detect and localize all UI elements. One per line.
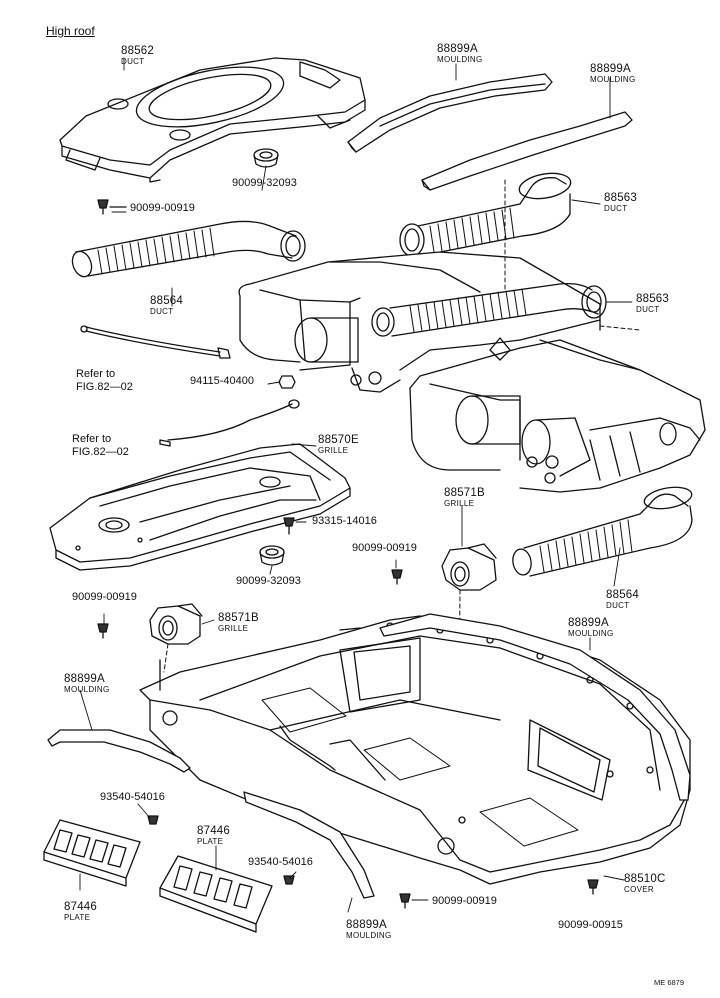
- grommet-top-shape: [253, 148, 279, 168]
- clip-d-shape: [399, 893, 411, 909]
- part-number: 88564: [606, 589, 639, 601]
- reference-note-2: Refer to FIG.82—02: [72, 433, 129, 459]
- fastener-90099-00919-c-label: 90099-00919: [72, 591, 137, 603]
- part-name: DUCT: [604, 204, 628, 213]
- reference-line1: Refer to: [76, 368, 116, 380]
- part-number: 87446: [197, 825, 230, 837]
- moulding-88899a-right-shape: [379, 613, 691, 801]
- screw-93315-shape: [283, 517, 295, 535]
- diagram-title: High roof: [46, 24, 95, 38]
- wire-harness-2-shape: [159, 399, 300, 447]
- part-name: GRILLE: [318, 446, 349, 455]
- part-name: MOULDING: [64, 685, 110, 694]
- part-87446-upper-label: 87446 PLATE: [197, 825, 230, 846]
- part-name: PLATE: [64, 913, 91, 922]
- plate-87446-lower-shape: [159, 855, 273, 933]
- part-number: 88899A: [437, 43, 478, 55]
- part-number: 88571B: [218, 612, 259, 624]
- fastener-90099-00919-a-label: 90099-00919: [130, 202, 195, 214]
- duct-88563-lower-shape: [371, 282, 607, 337]
- part-88564-right-label: 88564 DUCT: [606, 589, 639, 610]
- clip-c-shape: [97, 623, 109, 639]
- part-name: DUCT: [150, 307, 174, 316]
- part-88570e-label: 88570E GRILLE: [318, 434, 359, 455]
- part-88510c-label: 88510C COVER: [624, 873, 666, 894]
- part-number: 88563: [604, 192, 637, 204]
- part-number: 87446: [64, 901, 97, 913]
- fastener-93540-54016-a-label: 93540-54016: [100, 791, 165, 803]
- fastener-94115-40400-label: 94115-40400: [190, 375, 255, 387]
- moulding-88899a-top-1-shape: [347, 73, 553, 153]
- duct-88564-right-shape: [512, 486, 693, 577]
- part-number: 88564: [150, 295, 183, 307]
- part-88571b-right-label: 88571B GRILLE: [444, 487, 485, 508]
- reference-line2: FIG.82—02: [72, 446, 129, 458]
- screw-93540-a-shape: [147, 815, 159, 825]
- part-88899a-left-label: 88899A MOULDING: [64, 673, 110, 694]
- part-name: MOULDING: [346, 931, 392, 940]
- grille-88571b-left-shape: [149, 603, 203, 645]
- part-name: PLATE: [197, 837, 224, 846]
- part-number: 88562: [121, 45, 154, 57]
- part-name: COVER: [624, 885, 654, 894]
- reference-note-1: Refer to FIG.82—02: [76, 368, 133, 394]
- fastener-90099-32093-mid-label: 90099-32093: [236, 575, 301, 587]
- part-number: 88563: [636, 293, 669, 305]
- grommet-mid-shape: [259, 545, 285, 566]
- part-88563-lower-label: 88563 DUCT: [636, 293, 669, 314]
- ac-unit-housing-shape: [238, 251, 706, 493]
- part-name: GRILLE: [444, 499, 475, 508]
- wire-harness-1-shape: [80, 325, 231, 359]
- nut-94115-shape: [278, 375, 296, 389]
- part-number: 88571B: [444, 487, 485, 499]
- drawing-code: ME 6879: [654, 978, 685, 987]
- fastener-93315-14016-label: 93315-14016: [312, 515, 377, 527]
- part-name: DUCT: [121, 57, 145, 66]
- part-88563-upper-label: 88563 DUCT: [604, 192, 637, 213]
- part-number: 88899A: [568, 617, 609, 629]
- duct-88562-shape: [59, 57, 366, 183]
- fastener-90099-32093-top-label: 90099-32093: [232, 177, 297, 189]
- grille-88570e-shape: [49, 443, 351, 571]
- part-name: DUCT: [636, 305, 660, 314]
- cover-88510c-shape: [139, 615, 691, 885]
- reference-line1: Refer to: [72, 433, 112, 445]
- duct-88563-upper-shape: [399, 172, 572, 257]
- part-number: 88899A: [346, 919, 387, 931]
- reference-line2: FIG.82—02: [76, 381, 133, 393]
- part-number: 88899A: [590, 63, 631, 75]
- plate-87446-upper-shape: [43, 819, 141, 887]
- part-number: 88899A: [64, 673, 105, 685]
- part-number: 88510C: [624, 873, 666, 885]
- duct-88564-left-shape: [71, 220, 306, 278]
- part-number: 88570E: [318, 434, 359, 446]
- fastener-90099-00919-d-label: 90099-00919: [432, 895, 497, 907]
- grille-88571b-right-shape: [441, 543, 497, 591]
- fastener-90099-00915-label: 90099-00915: [558, 919, 623, 931]
- part-88564-left-label: 88564 DUCT: [150, 295, 183, 316]
- part-88571b-left-label: 88571B GRILLE: [218, 612, 259, 633]
- moulding-88899a-bottom-shape: [243, 791, 375, 899]
- fastener-93540-54016-b-label: 93540-54016: [248, 856, 313, 868]
- fastener-90099-00919-b-label: 90099-00919: [352, 542, 417, 554]
- part-name: MOULDING: [437, 55, 483, 64]
- part-88899a-top2-label: 88899A MOULDING: [590, 63, 636, 84]
- clip-e-shape: [587, 879, 599, 895]
- part-88899a-bottom-label: 88899A MOULDING: [346, 919, 392, 940]
- clip-a-shape: [97, 199, 127, 215]
- part-88899a-top1-label: 88899A MOULDING: [437, 43, 483, 64]
- moulding-88899a-left-shape: [47, 729, 191, 773]
- part-87446-lower-label: 87446 PLATE: [64, 901, 97, 922]
- part-name: MOULDING: [590, 75, 636, 84]
- part-88899a-right-label: 88899A MOULDING: [568, 617, 614, 638]
- screw-93540-b-shape: [283, 875, 295, 885]
- part-88562-label: 88562 DUCT: [121, 45, 154, 66]
- moulding-88899a-top-2-shape: [421, 111, 633, 191]
- clip-b-shape: [391, 569, 403, 585]
- part-name: DUCT: [606, 601, 630, 610]
- part-name: MOULDING: [568, 629, 614, 638]
- part-name: GRILLE: [218, 624, 249, 633]
